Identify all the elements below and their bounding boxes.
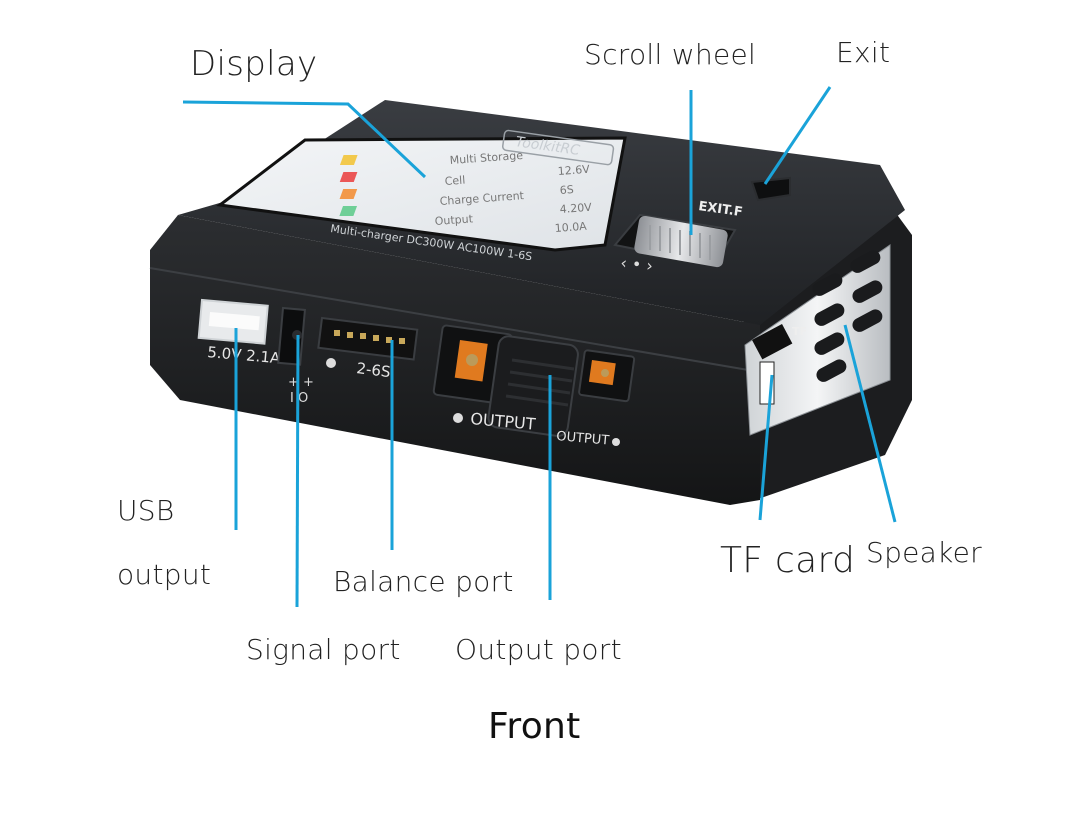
callout-signal-line	[295, 334, 300, 608]
exit-button[interactable]	[750, 176, 791, 202]
signal-marks-line1: + +	[288, 375, 314, 390]
screen-row-2: Cell	[444, 174, 465, 188]
screen-row-4: Output	[434, 212, 474, 228]
label-signal-port: Signal port	[246, 633, 401, 666]
balance-text: 2-6S	[356, 359, 392, 381]
callout-speaker-line	[843, 324, 897, 523]
screen-status-icons	[339, 155, 358, 216]
label-tf-card: TF card	[720, 540, 856, 581]
output-port-right	[578, 349, 636, 403]
callout-display-line	[182, 100, 427, 179]
usb-port	[197, 298, 269, 345]
speaker-grille	[812, 250, 883, 382]
label-speaker: Speaker	[866, 536, 982, 569]
label-usb: USB	[117, 494, 175, 527]
screen-row-1: Multi Storage	[449, 149, 523, 167]
screen-value-4: 10.0A	[554, 220, 587, 235]
scroll-wheel-marks: ‹ • ›	[620, 253, 654, 275]
display-screen	[216, 136, 627, 252]
screen-value-2: 6S	[559, 183, 574, 197]
scroll-wheel[interactable]	[633, 215, 728, 268]
output-port-cover[interactable]	[487, 335, 579, 437]
callout-tf-line	[758, 374, 774, 521]
label-exit: Exit	[836, 36, 891, 69]
figure-caption: Front	[488, 706, 581, 747]
label-display: Display	[190, 44, 318, 84]
callout-lines	[182, 86, 897, 608]
output-right-text: OUTPUT	[556, 429, 610, 449]
screen-value-3: 4.20V	[559, 201, 592, 216]
tf-slot-text: TF	[792, 325, 807, 338]
label-scroll-wheel: Scroll wheel	[584, 38, 757, 71]
screen-row-3: Charge Current	[439, 189, 525, 208]
exit-button-text: EXIT.F	[697, 199, 743, 220]
label-usb-output: output	[117, 558, 212, 591]
label-balance-port: Balance port	[333, 565, 514, 598]
screen-value-1: 12.6V	[557, 163, 590, 178]
signal-port	[277, 306, 306, 366]
label-output-port: Output port	[455, 633, 622, 666]
callout-exit-line	[763, 86, 832, 185]
